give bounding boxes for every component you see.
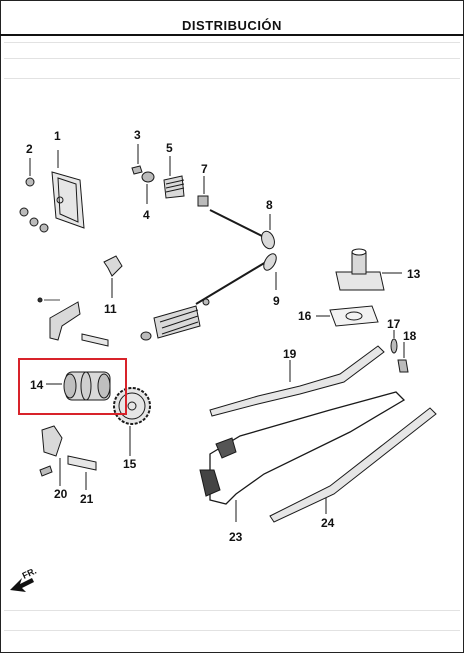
part-label-24: 24 (321, 516, 335, 530)
ruled-line (4, 610, 460, 611)
part-label-20: 20 (54, 487, 68, 501)
part-2-drawing (19, 158, 49, 233)
part-18-drawing (397, 342, 409, 373)
part-21-drawing (67, 455, 97, 490)
part-label-8: 8 (266, 198, 273, 212)
header-bar (0, 0, 464, 36)
part-8-drawing (209, 209, 275, 250)
ruled-line (4, 42, 460, 43)
part-14-drawing (46, 371, 111, 401)
part-24-drawing (269, 407, 437, 523)
part-15-drawing (113, 387, 151, 456)
ruled-line (4, 58, 460, 59)
part-23-drawing (199, 391, 406, 522)
part-label-23: 23 (229, 530, 243, 544)
part-5-drawing (163, 156, 185, 199)
part-16-drawing (316, 305, 379, 327)
rocker-arm-drawing (37, 297, 109, 347)
part-label-3: 3 (134, 128, 141, 142)
part-7-drawing (197, 176, 209, 207)
part-label-19: 19 (283, 347, 297, 361)
part-label-13: 13 (407, 267, 421, 281)
part-label-9: 9 (273, 294, 280, 308)
highlight-box-part-14 (18, 358, 127, 415)
part-label-7: 7 (201, 162, 208, 176)
part-11-drawing (103, 255, 123, 298)
part-3-drawing (131, 144, 143, 175)
part-label-16: 16 (298, 309, 312, 323)
part-label-17: 17 (387, 317, 401, 331)
front-label: FR. (21, 566, 38, 581)
part-label-5: 5 (166, 141, 173, 155)
part-label-11: 11 (104, 302, 117, 316)
part-label-4: 4 (143, 208, 150, 222)
part-label-21: 21 (80, 492, 94, 506)
lower-spring-set-drawing (140, 298, 210, 341)
part-1-drawing (51, 150, 85, 229)
part-13-drawing (335, 248, 402, 291)
front-arrow-icon (10, 578, 34, 592)
part-19-drawing (209, 345, 385, 417)
part-label-14: 14 (30, 378, 44, 392)
part-label-1: 1 (54, 129, 61, 143)
part-9-drawing (195, 253, 277, 305)
ruled-line (4, 630, 460, 631)
part-4-drawing (141, 171, 155, 204)
page-title: DISTRIBUCIÓN (182, 18, 282, 33)
part-label-18: 18 (403, 329, 417, 343)
part-20-drawing (39, 425, 63, 486)
ruled-line (4, 78, 460, 79)
part-17-drawing (390, 330, 398, 354)
part-label-2: 2 (26, 142, 33, 156)
part-label-15: 15 (123, 457, 137, 471)
